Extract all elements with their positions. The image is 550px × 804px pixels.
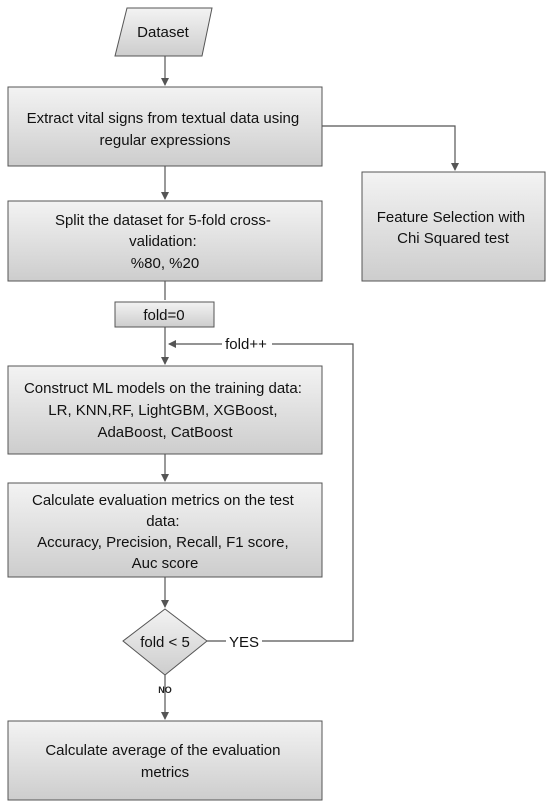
fold-increment-label: fold++ bbox=[225, 336, 267, 353]
no-label: NO bbox=[158, 685, 172, 695]
edge-extract-feature bbox=[322, 125, 459, 171]
construct-label: Construct ML models on the training data… bbox=[24, 380, 306, 441]
feature-line-1: Feature Selection with bbox=[377, 209, 525, 226]
extract-label: Extract vital signs from textual data us… bbox=[27, 110, 304, 149]
evaluate-line-2: data: bbox=[146, 513, 179, 530]
extract-line-1: Extract vital signs from textual data us… bbox=[27, 110, 300, 127]
extract-line-2: regular expressions bbox=[100, 132, 231, 149]
yes-label: YES bbox=[229, 634, 259, 651]
node-split: Split the dataset for 5-fold cross- vali… bbox=[7, 200, 323, 282]
construct-line-1: Construct ML models on the training data… bbox=[24, 380, 302, 397]
edges bbox=[161, 56, 459, 720]
evaluate-label: Calculate evaluation metrics on the test… bbox=[32, 492, 298, 572]
node-feature-selection: Feature Selection with Chi Squared test bbox=[361, 171, 546, 282]
average-line-2: metrics bbox=[141, 764, 189, 781]
node-extract: Extract vital signs from textual data us… bbox=[7, 86, 323, 167]
evaluate-line-1: Calculate evaluation metrics on the test bbox=[32, 492, 295, 509]
feature-line-2: Chi Squared test bbox=[397, 230, 510, 247]
node-evaluate: Calculate evaluation metrics on the test… bbox=[7, 482, 323, 578]
evaluate-line-4: Auc score bbox=[132, 555, 199, 572]
node-dataset: Dataset bbox=[114, 7, 213, 57]
split-line-2: validation: bbox=[129, 233, 197, 250]
evaluate-line-3: Accuracy, Precision, Recall, F1 score, bbox=[37, 534, 288, 551]
split-line-1: Split the dataset for 5-fold cross- bbox=[55, 212, 271, 229]
edge-decision-yes-loop bbox=[262, 343, 354, 642]
construct-line-3: AdaBoost, CatBoost bbox=[97, 424, 233, 441]
node-decision: fold < 5 bbox=[122, 608, 208, 676]
node-average: Calculate average of the evaluation metr… bbox=[7, 720, 323, 801]
split-line-3: %80, %20 bbox=[131, 255, 199, 272]
split-label: Split the dataset for 5-fold cross- vali… bbox=[55, 212, 275, 272]
fold-init-label: fold=0 bbox=[143, 307, 184, 324]
average-line-1: Calculate average of the evaluation bbox=[45, 742, 280, 759]
decision-label: fold < 5 bbox=[140, 634, 190, 651]
node-construct: Construct ML models on the training data… bbox=[7, 365, 323, 455]
average-label: Calculate average of the evaluation metr… bbox=[45, 742, 284, 781]
construct-line-2: LR, KNN,RF, LightGBM, XGBoost, bbox=[48, 402, 277, 419]
dataset-label: Dataset bbox=[137, 24, 190, 41]
node-fold-init: fold=0 bbox=[114, 301, 215, 328]
feature-label: Feature Selection with Chi Squared test bbox=[377, 209, 530, 247]
